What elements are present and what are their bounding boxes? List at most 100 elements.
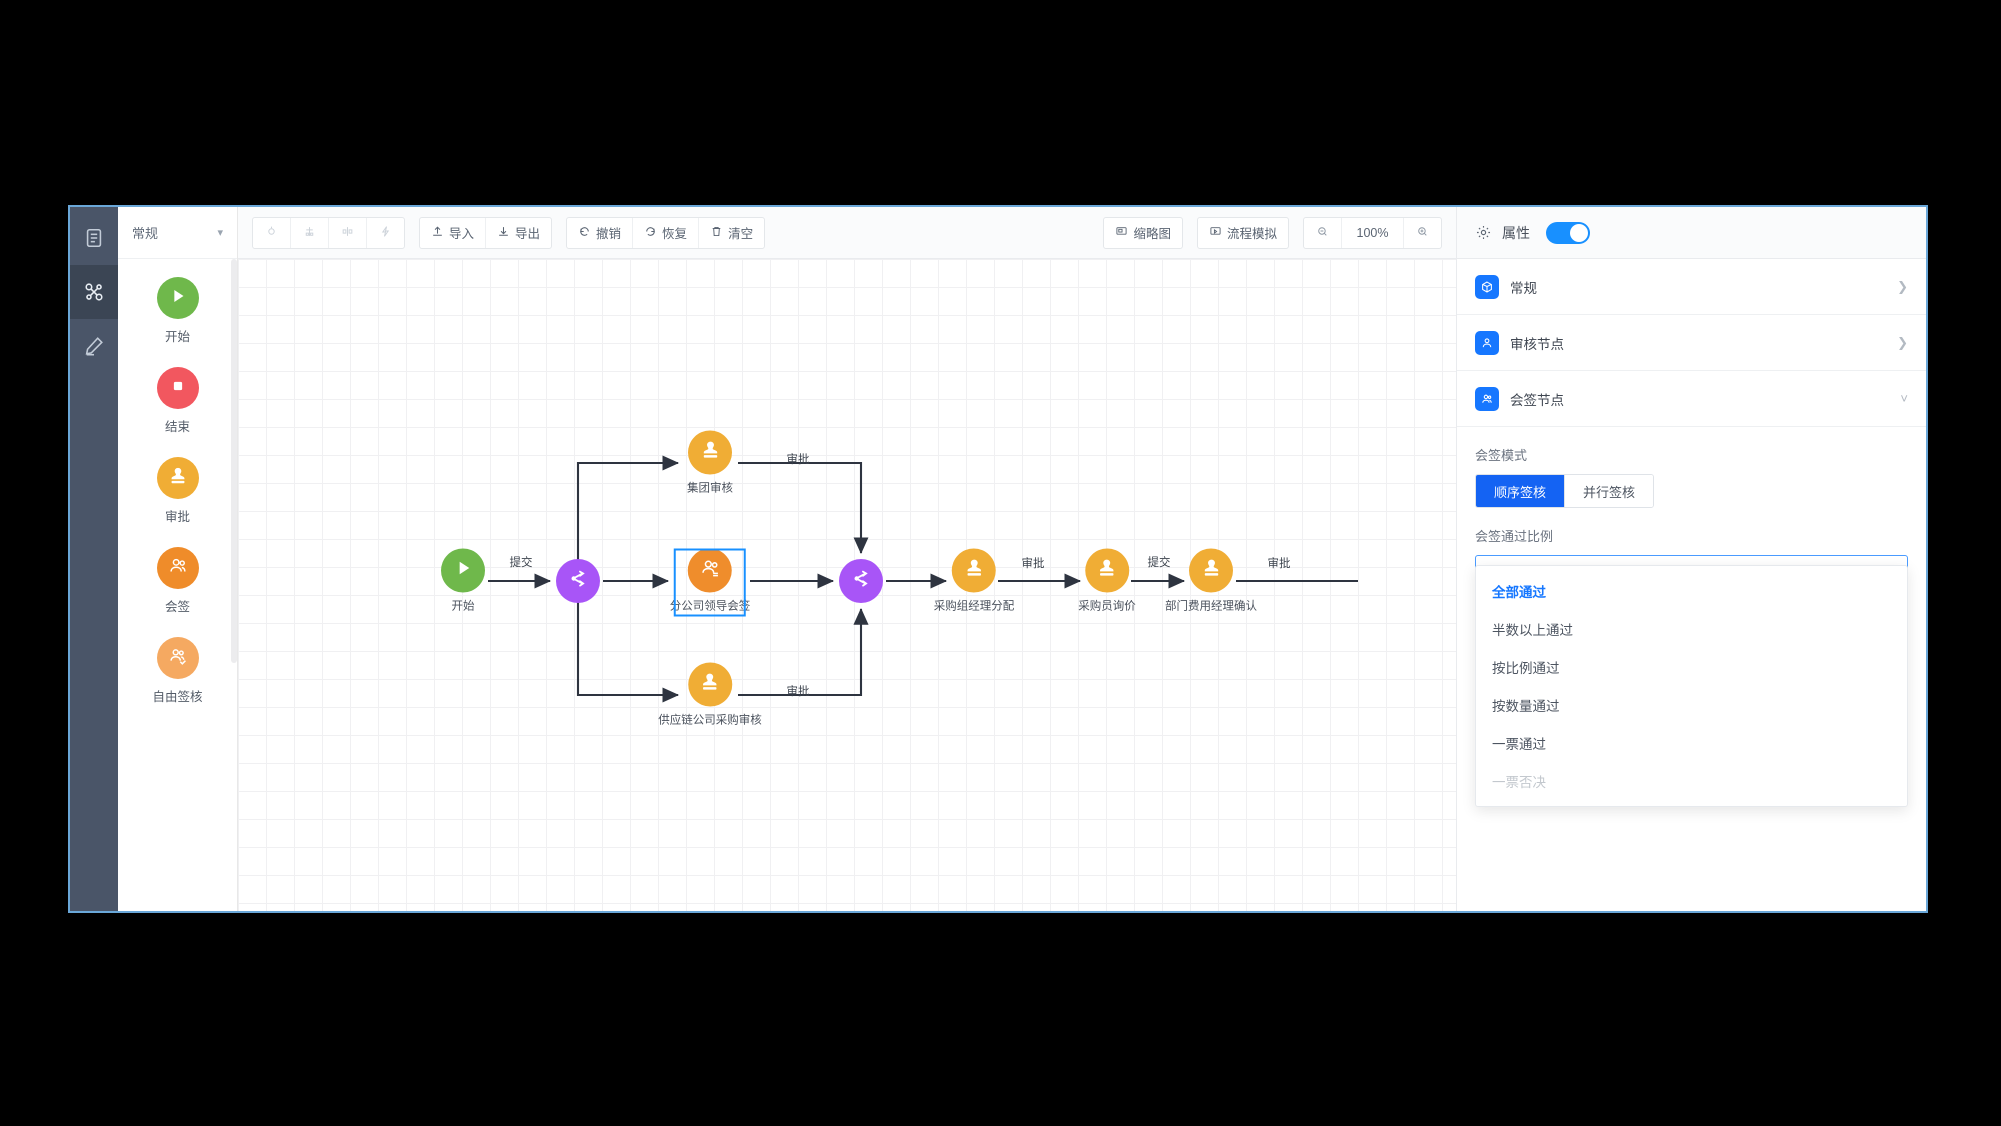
edge-label: 审批 xyxy=(786,686,810,698)
flow-nodes-icon xyxy=(83,281,105,303)
palette-item-free-sign[interactable]: 自由签核 xyxy=(118,637,237,705)
import-icon xyxy=(431,225,444,241)
center-icon xyxy=(341,225,354,241)
node-label: 集团审核 xyxy=(687,482,733,495)
toolbar-group-minimap: 缩略图 xyxy=(1103,216,1183,249)
countersign-node-circle xyxy=(688,548,732,593)
import-button[interactable]: 导入 xyxy=(420,217,487,248)
toolbar-group-history: 撤销 恢复 清空 xyxy=(566,216,766,249)
simulate-icon xyxy=(1209,225,1222,241)
palette-item-end[interactable]: 结束 xyxy=(118,367,237,435)
minimap-label: 缩略图 xyxy=(1133,227,1171,241)
canvas-node-branch-countersign[interactable]: 分公司领导会签 xyxy=(670,548,750,617)
minimap-icon xyxy=(1115,225,1128,241)
zoom-out-button[interactable] xyxy=(1304,217,1342,248)
toolbar-group-zoom: 100% xyxy=(1303,216,1442,249)
undo-button[interactable]: 撤销 xyxy=(567,217,634,248)
clear-button[interactable]: 清空 xyxy=(699,218,764,248)
zoom-level[interactable]: 100% xyxy=(1342,217,1404,248)
canvas-node-gateway-2[interactable] xyxy=(839,559,883,603)
dropdown-option-one-vote-pass[interactable]: 一票通过 xyxy=(1492,737,1546,752)
toolbar: 导入 导出 xyxy=(238,207,1456,259)
clear-label: 清空 xyxy=(728,227,754,241)
approve-node-circle xyxy=(688,662,732,707)
stamp-icon xyxy=(1096,557,1119,585)
minimap-button[interactable]: 缩略图 xyxy=(1104,218,1182,248)
group-sign-icon xyxy=(167,555,189,582)
distribute-icon-button[interactable] xyxy=(291,217,329,248)
palette-item-countersign[interactable]: 会签 xyxy=(118,547,237,615)
align-icon-button[interactable] xyxy=(253,217,291,248)
start-node-swatch xyxy=(156,277,199,319)
prop-section-countersign-node[interactable]: 会签节点 ˅ xyxy=(1457,371,1926,427)
toolbar-group-io: 导入 导出 xyxy=(419,216,553,249)
end-node-swatch xyxy=(156,367,199,409)
gateway-icon xyxy=(567,567,590,595)
dropdown-option-ratio-pass[interactable]: 按比例通过 xyxy=(1492,661,1560,676)
dropdown-option-majority-pass[interactable]: 半数以上通过 xyxy=(1492,623,1573,638)
chevron-right-icon: ❯ xyxy=(1897,334,1908,350)
properties-title: 属性 xyxy=(1502,224,1530,241)
pass-ratio-label: 会签通过比例 xyxy=(1475,529,1554,544)
approve-node-circle xyxy=(688,430,732,475)
palette-scrollbar[interactable] xyxy=(231,259,237,663)
approve-node-circle xyxy=(952,548,996,593)
stamp-icon xyxy=(963,557,986,585)
canvas-node-group-review[interactable]: 集团审核 xyxy=(687,430,733,496)
stamp-icon xyxy=(167,465,189,492)
canvas-node-buyer-quote[interactable]: 采购员询价 xyxy=(1078,548,1136,614)
center-icon-button[interactable] xyxy=(329,217,367,248)
zoom-in-button[interactable] xyxy=(1404,218,1441,248)
dropdown-option-all-pass[interactable]: 全部通过 xyxy=(1492,585,1546,600)
user-check-icon xyxy=(1475,330,1499,355)
chevron-down-icon: ˅ xyxy=(1900,391,1908,406)
stop-icon xyxy=(167,375,189,402)
dropdown-option-count-pass[interactable]: 按数量通过 xyxy=(1492,699,1560,714)
palette-item-start[interactable]: 开始 xyxy=(118,277,237,345)
canvas-node-start[interactable]: 开始 xyxy=(441,548,485,614)
palette-group-header[interactable]: 常规 ▾ xyxy=(118,207,237,259)
stamp-icon xyxy=(699,439,722,467)
node-palette: 常规 ▾ 开始 结束 xyxy=(118,207,238,911)
palette-item-approve[interactable]: 审批 xyxy=(118,457,237,525)
free-sign-node-swatch xyxy=(156,637,199,679)
canvas-node-dept-cost-manager[interactable]: 部门费用经理确认 xyxy=(1165,548,1257,614)
lightning-icon-button[interactable] xyxy=(367,218,404,248)
canvas-node-supply-review[interactable]: 供应链公司采购审核 xyxy=(658,662,762,728)
undo-icon xyxy=(578,225,591,241)
canvas-node-buy-group-manager[interactable]: 采购组经理分配 xyxy=(934,548,1014,614)
palette-item-label: 会签 xyxy=(164,600,190,614)
prop-section-label: 常规 xyxy=(1510,280,1537,296)
simulate-label: 流程模拟 xyxy=(1226,227,1277,241)
mode-option-sequential[interactable]: 顺序签核 xyxy=(1476,475,1566,507)
export-button[interactable]: 导出 xyxy=(486,218,551,248)
flow-designer-window: 常规 ▾ 开始 结束 xyxy=(68,205,1928,913)
stamp-icon xyxy=(699,671,722,699)
canvas-node-gateway-1[interactable] xyxy=(556,559,600,603)
simulate-button[interactable]: 流程模拟 xyxy=(1198,218,1288,248)
rail-item-style-designer[interactable] xyxy=(70,319,118,373)
flow-canvas[interactable]: 开始 xyxy=(238,259,1456,911)
countersign-mode-segmented: 顺序签核 并行签核 xyxy=(1475,474,1655,508)
play-icon xyxy=(167,285,189,312)
dropdown-option-one-vote-veto: 一票否决 xyxy=(1492,775,1546,790)
palette-item-label: 开始 xyxy=(164,330,190,344)
prop-section-review-node[interactable]: 审核节点 ❯ xyxy=(1457,315,1926,371)
rail-item-flow-designer[interactable] xyxy=(70,265,118,319)
redo-button[interactable]: 恢复 xyxy=(633,217,700,248)
group-sign-icon xyxy=(1475,386,1499,411)
prop-section-general[interactable]: 常规 ❯ xyxy=(1457,259,1926,315)
properties-panel: 属性 常规 ❯ 审核节点 ❯ xyxy=(1456,207,1926,911)
node-label: 供应链公司采购审核 xyxy=(658,714,762,727)
rail-item-form-designer[interactable] xyxy=(70,211,118,265)
edge-label: 提交 xyxy=(1147,557,1171,569)
properties-toggle[interactable] xyxy=(1546,221,1590,244)
approve-node-swatch xyxy=(156,457,199,499)
import-label: 导入 xyxy=(449,227,475,241)
gateway-node-circle xyxy=(839,559,883,603)
countersign-mode-label: 会签模式 xyxy=(1475,448,1528,463)
palette-item-label: 结束 xyxy=(164,420,190,434)
free-sign-icon xyxy=(167,645,189,672)
document-icon xyxy=(83,227,105,249)
mode-option-parallel[interactable]: 并行签核 xyxy=(1565,475,1654,507)
